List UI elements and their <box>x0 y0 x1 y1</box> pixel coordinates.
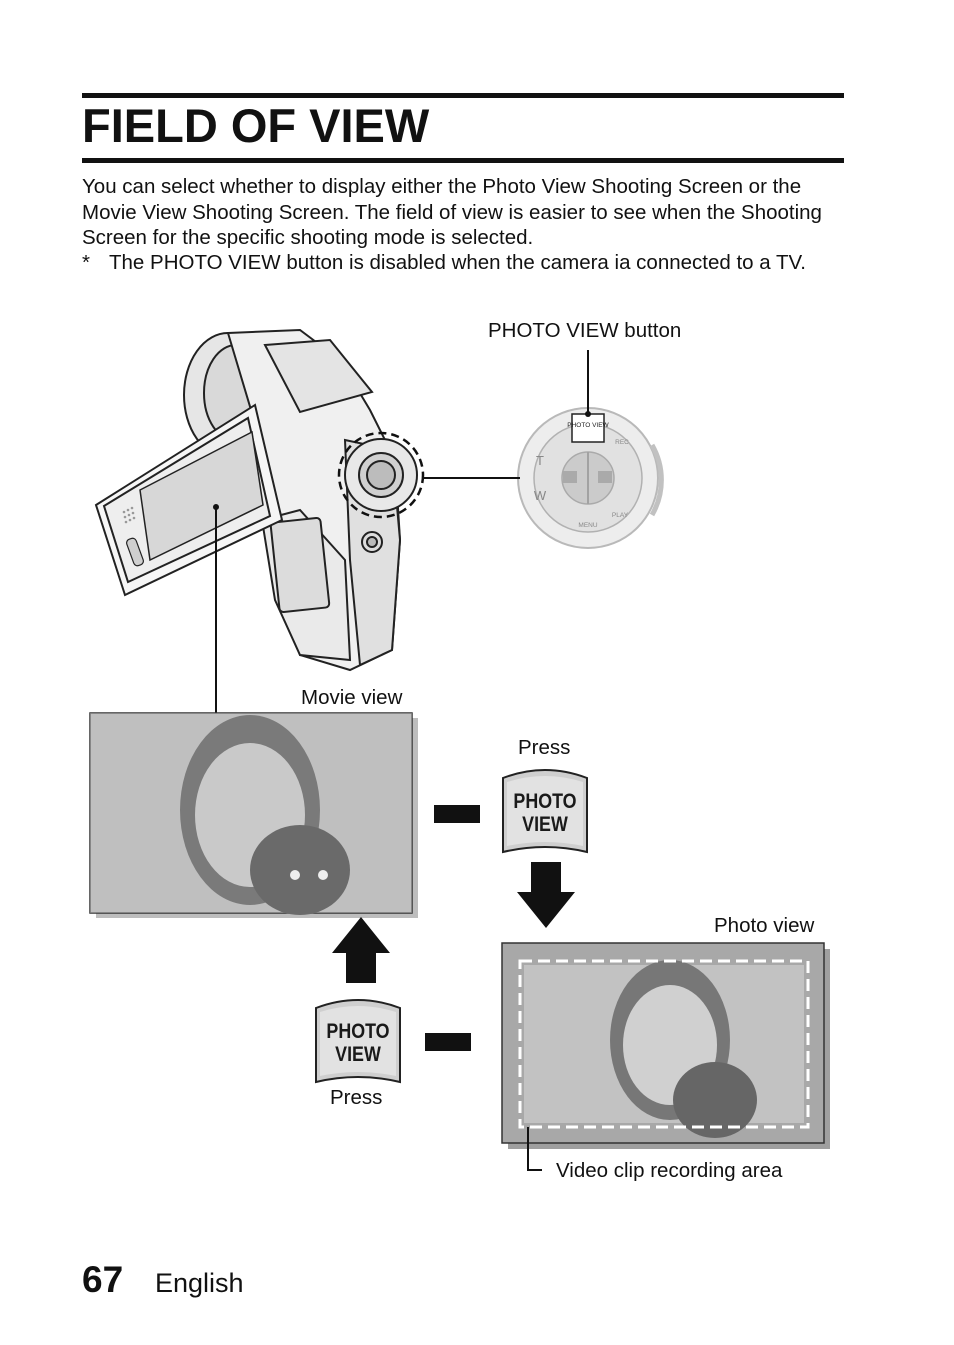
page-number: 67 <box>82 1259 124 1300</box>
dial-rec-label: REC <box>615 439 629 446</box>
dash-bar-top <box>434 805 480 823</box>
dial-play-label: PLAY <box>612 512 629 519</box>
photo-view-button-top[interactable]: PHOTO VIEW <box>501 766 589 856</box>
label-photo-view-button: PHOTO VIEW button <box>488 319 682 342</box>
button-caption-line1: PHOTO <box>513 790 577 813</box>
footer-language: English <box>155 1268 244 1298</box>
dial-top-label: PHOTO VIEW <box>567 422 609 429</box>
label-press-top: Press <box>518 736 571 759</box>
title-rule-bottom <box>82 158 844 163</box>
label-press-bottom: Press <box>330 1086 383 1109</box>
arrow-down <box>517 862 575 928</box>
page-title: FIELD OF VIEW <box>82 99 430 152</box>
label-video-clip-area: Video clip recording area <box>556 1159 783 1182</box>
arrow-up <box>332 917 390 983</box>
note-marker: * <box>82 251 90 274</box>
dial-highlight <box>337 431 425 519</box>
label-photo-view: Photo view <box>714 914 815 937</box>
leader-video-clip-area <box>527 1127 542 1171</box>
dial-wide-label: W <box>534 488 547 503</box>
button-caption-line1: PHOTO <box>326 1020 390 1043</box>
button-caption-line2: VIEW <box>335 1043 381 1066</box>
dash-bar-bottom <box>425 1033 471 1051</box>
note: * The PHOTO VIEW button is disabled when… <box>82 250 852 276</box>
photo-view-button-bottom[interactable]: PHOTO VIEW <box>314 996 402 1086</box>
dial-tele-label: T <box>536 453 544 468</box>
intro-paragraph: You can select whether to display either… <box>82 175 822 249</box>
control-dial-enlarged <box>517 407 664 549</box>
button-shape <box>502 769 588 854</box>
note-text: The PHOTO VIEW button is disabled when t… <box>109 251 806 274</box>
title-rule-top <box>82 93 844 98</box>
video-clip-area-frame <box>518 959 810 1129</box>
camera-illustration <box>94 328 418 672</box>
dial-menu-label: MENU <box>578 522 597 529</box>
arrows <box>332 862 575 983</box>
photo-view-image <box>501 942 830 1149</box>
movie-view-image <box>89 712 418 918</box>
button-shape <box>315 999 401 1084</box>
label-movie-view: Movie view <box>301 686 403 709</box>
button-caption-line2: VIEW <box>522 813 568 836</box>
